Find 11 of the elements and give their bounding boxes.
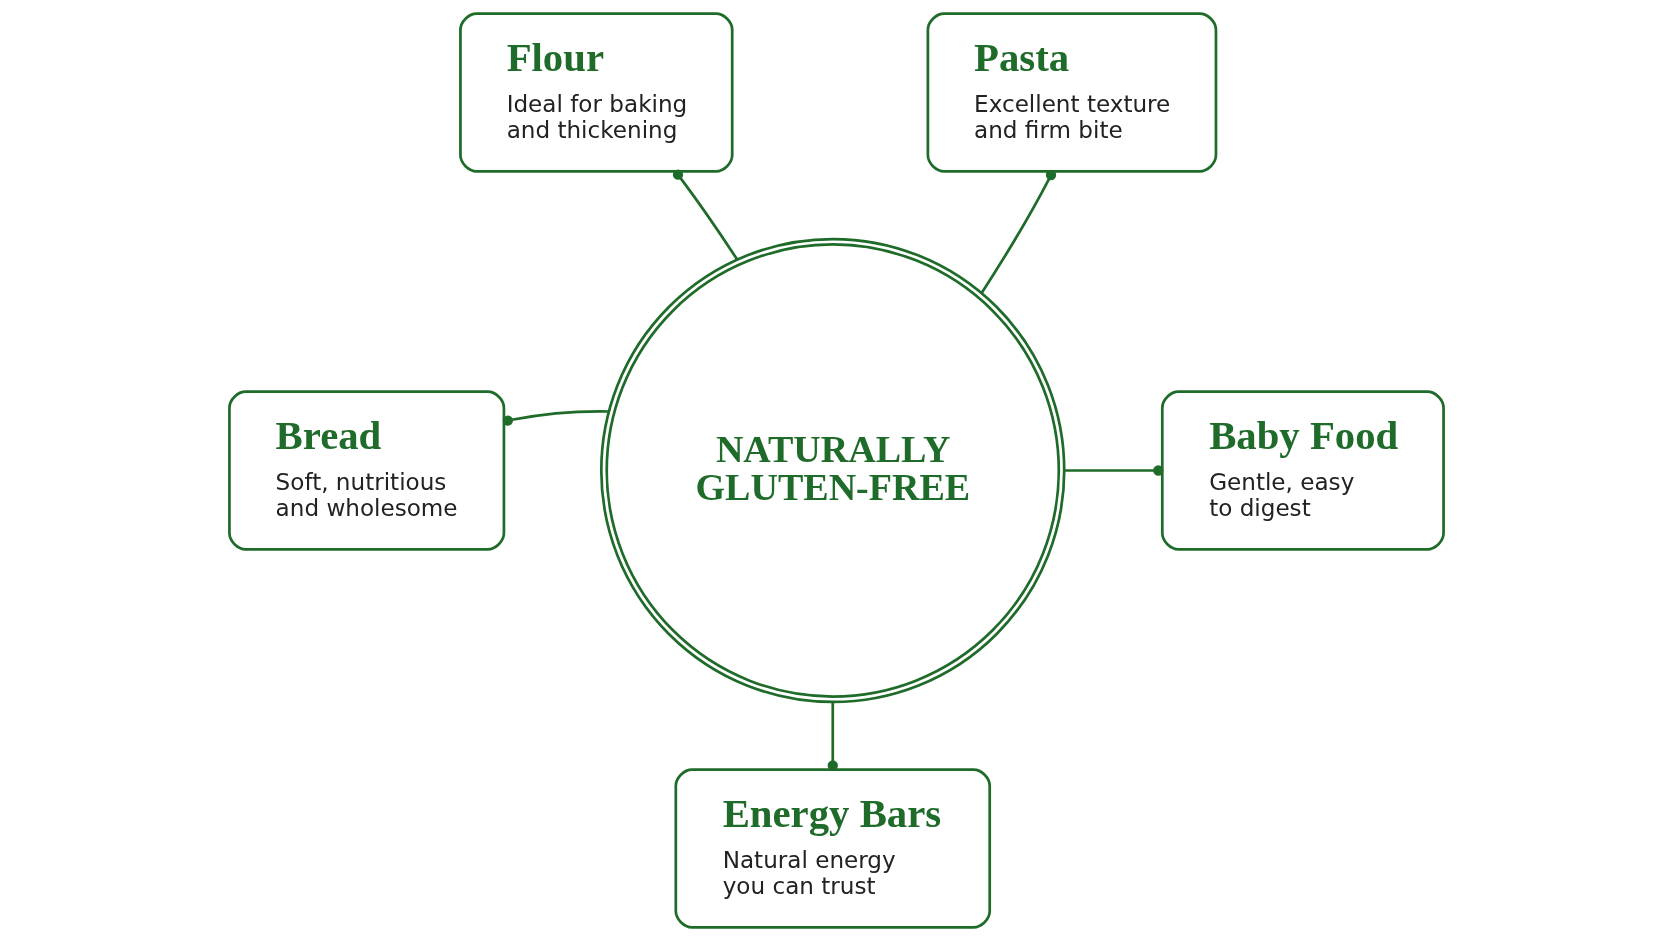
node-box: Bread Soft, nutritious and wholesome [227,390,505,551]
node-box: Energy Bars Natural energy you can trust [673,768,991,929]
connector [979,169,1056,294]
node-box: Pasta Excellent texture and firm bite [926,12,1217,173]
node-circle: NATURALLY GLUTEN-FREE [599,237,1066,704]
connector [672,169,738,261]
connector [827,702,838,771]
connector [502,410,609,426]
node-box: Baby Food Gentle, easy to digest [1160,390,1445,551]
node-box: Flour Ideal for baking and thickening [458,12,734,173]
connector [1063,465,1163,476]
